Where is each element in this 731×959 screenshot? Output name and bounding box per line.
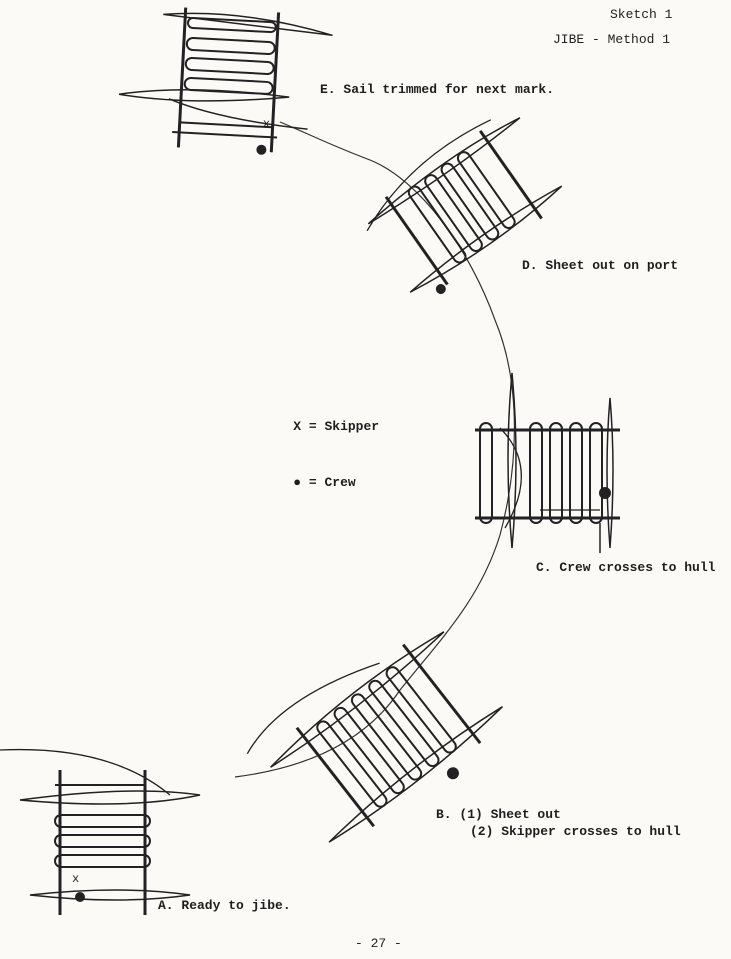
sketch-number: Sketch 1: [610, 7, 673, 22]
sketch-subtitle: JIBE - Method 1: [553, 32, 671, 47]
crew-label: Crew: [324, 475, 356, 490]
legend: X = Skipper ● = Crew: [262, 403, 379, 507]
legend-sep: =: [308, 419, 317, 434]
page-number: - 27 -: [355, 936, 402, 951]
skipper-symbol: X: [293, 419, 302, 434]
boat-e: x: [118, 7, 333, 155]
course-path: [234, 121, 516, 778]
boat-c: [475, 372, 620, 553]
skipper-label: Skipper: [324, 419, 380, 434]
svg-text:x: x: [72, 872, 79, 886]
legend-sep: =: [308, 475, 317, 490]
boat-a: x: [0, 748, 201, 915]
legend-crew: ● = Crew: [262, 459, 379, 507]
legend-skipper: X = Skipper: [262, 403, 379, 451]
step-c-label: C. Crew crosses to hull: [536, 560, 716, 575]
boat-b: [246, 631, 503, 843]
svg-text:x: x: [262, 117, 270, 131]
step-a-label: A. Ready to jibe.: [158, 898, 291, 913]
step-d-label: D. Sheet out on port: [522, 258, 679, 273]
step-b-line2: (2) Skipper crosses to hull: [470, 824, 681, 839]
step-b-line1: B. (1) Sheet out: [436, 807, 561, 822]
boat-d: [366, 117, 563, 295]
crew-symbol: ●: [293, 475, 302, 490]
step-e-label: E. Sail trimmed for next mark.: [320, 82, 555, 97]
